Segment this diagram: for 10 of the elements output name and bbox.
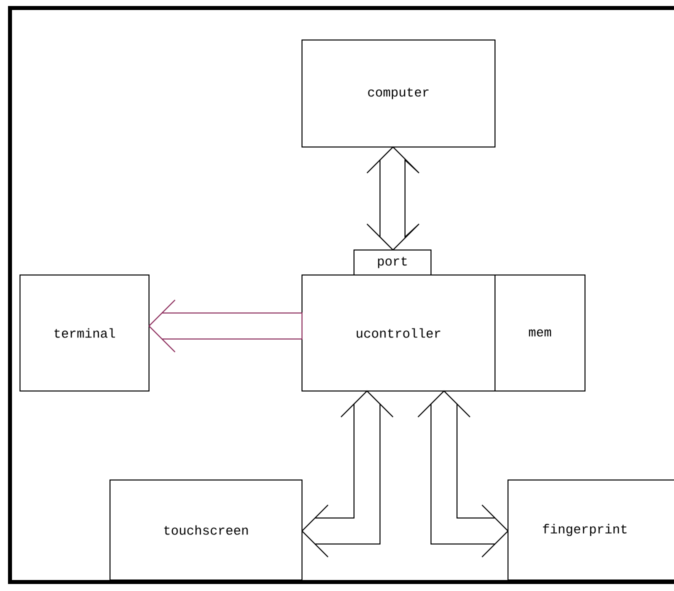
block-box: mem xyxy=(494,274,586,392)
block-box: terminal xyxy=(20,274,150,392)
block-box: fingerprint xyxy=(508,480,674,580)
double-arrow xyxy=(148,300,302,352)
double-arrow xyxy=(366,146,420,251)
block-box: touchscreen xyxy=(110,480,302,580)
port-box: port xyxy=(354,250,432,276)
double-arrow xyxy=(301,390,394,558)
block-box: computer xyxy=(302,40,496,148)
double-arrow xyxy=(418,390,509,558)
